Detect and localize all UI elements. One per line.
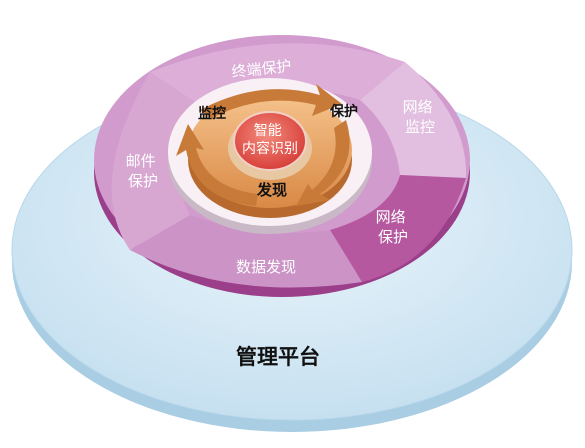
segment-terminal-protect [150,43,405,102]
label-data-discover: 数据发现 [236,258,296,276]
label-core: 智能 内容识别 [242,123,298,157]
label-network-protect: 网络 保护 [376,208,411,246]
core [233,111,307,171]
arrow-protect-to-discover [296,120,350,206]
segment-data-discover [130,215,362,288]
segment-network-monitor [360,62,467,178]
segment-network-protect [330,175,466,282]
label-cycle-discover: 发现 [256,181,287,199]
label-management-platform: 管理平台 [236,345,320,369]
label-cycle-monitor: 监控 [198,105,226,122]
arrow-discover-to-monitor [176,124,258,206]
segment-mail-protect [111,72,195,250]
label-network-monitor: 网络 监控 [403,98,438,136]
arrow-monitor-to-protect [200,84,342,118]
label-mail-protect: 邮件 保护 [126,152,161,190]
label-cycle-protect: 保护 [329,103,358,120]
